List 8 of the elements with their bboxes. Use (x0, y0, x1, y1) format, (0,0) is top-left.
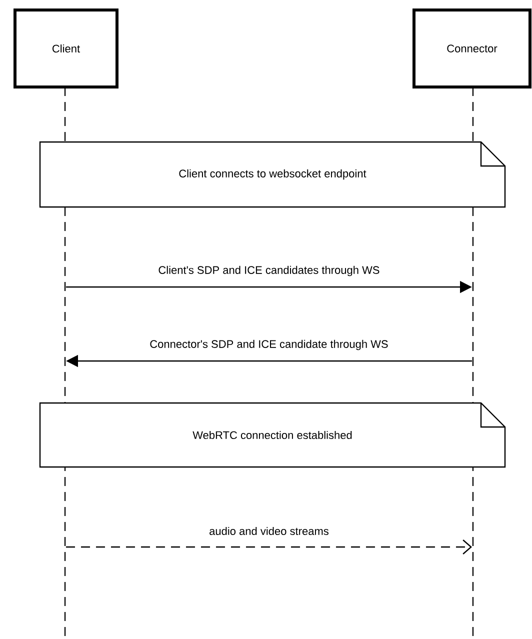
edge-label: Client's SDP and ICE candidates through WS (157, 264, 381, 278)
edge-label: Connector's SDP and ICE candidate through WS (148, 338, 390, 352)
participant-box: Connector (412, 8, 532, 88)
message-arrow (66, 540, 472, 554)
note-box: Client connects to websocket endpoint (39, 141, 506, 208)
edge-label: audio and video streams (208, 526, 330, 536)
note-box: WebRTC connection established (39, 402, 506, 468)
participant-box: Client (14, 8, 118, 88)
